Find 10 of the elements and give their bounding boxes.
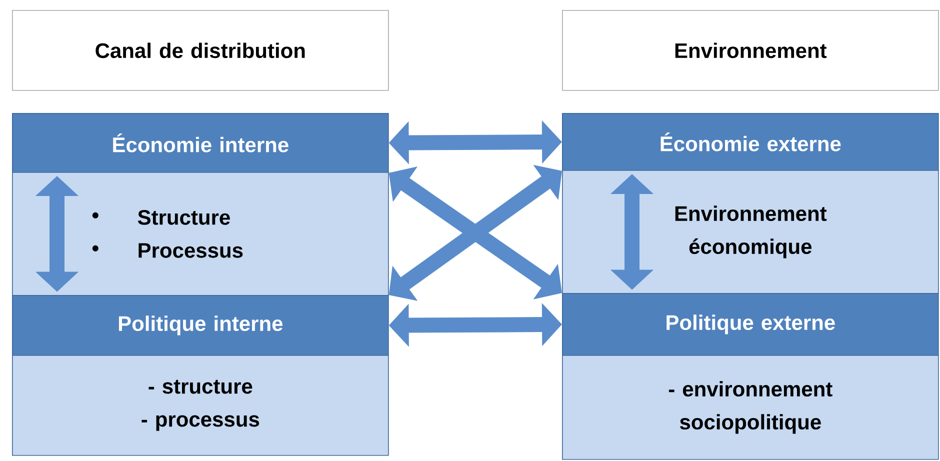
- header-box: Environnement: [562, 10, 939, 91]
- content-box: - structure - processus: [12, 355, 389, 456]
- header-box: Canal de distribution: [12, 10, 389, 91]
- section-band: Politique externe: [562, 293, 939, 356]
- section-band: Économie externe: [562, 113, 939, 171]
- section-band: Politique interne: [12, 295, 389, 356]
- content-box: Environnement économique: [562, 170, 939, 294]
- section-band: Économie interne: [12, 113, 389, 173]
- content-box: Structure Processus: [12, 172, 389, 296]
- content-box: - environnement sociopolitique: [562, 355, 939, 460]
